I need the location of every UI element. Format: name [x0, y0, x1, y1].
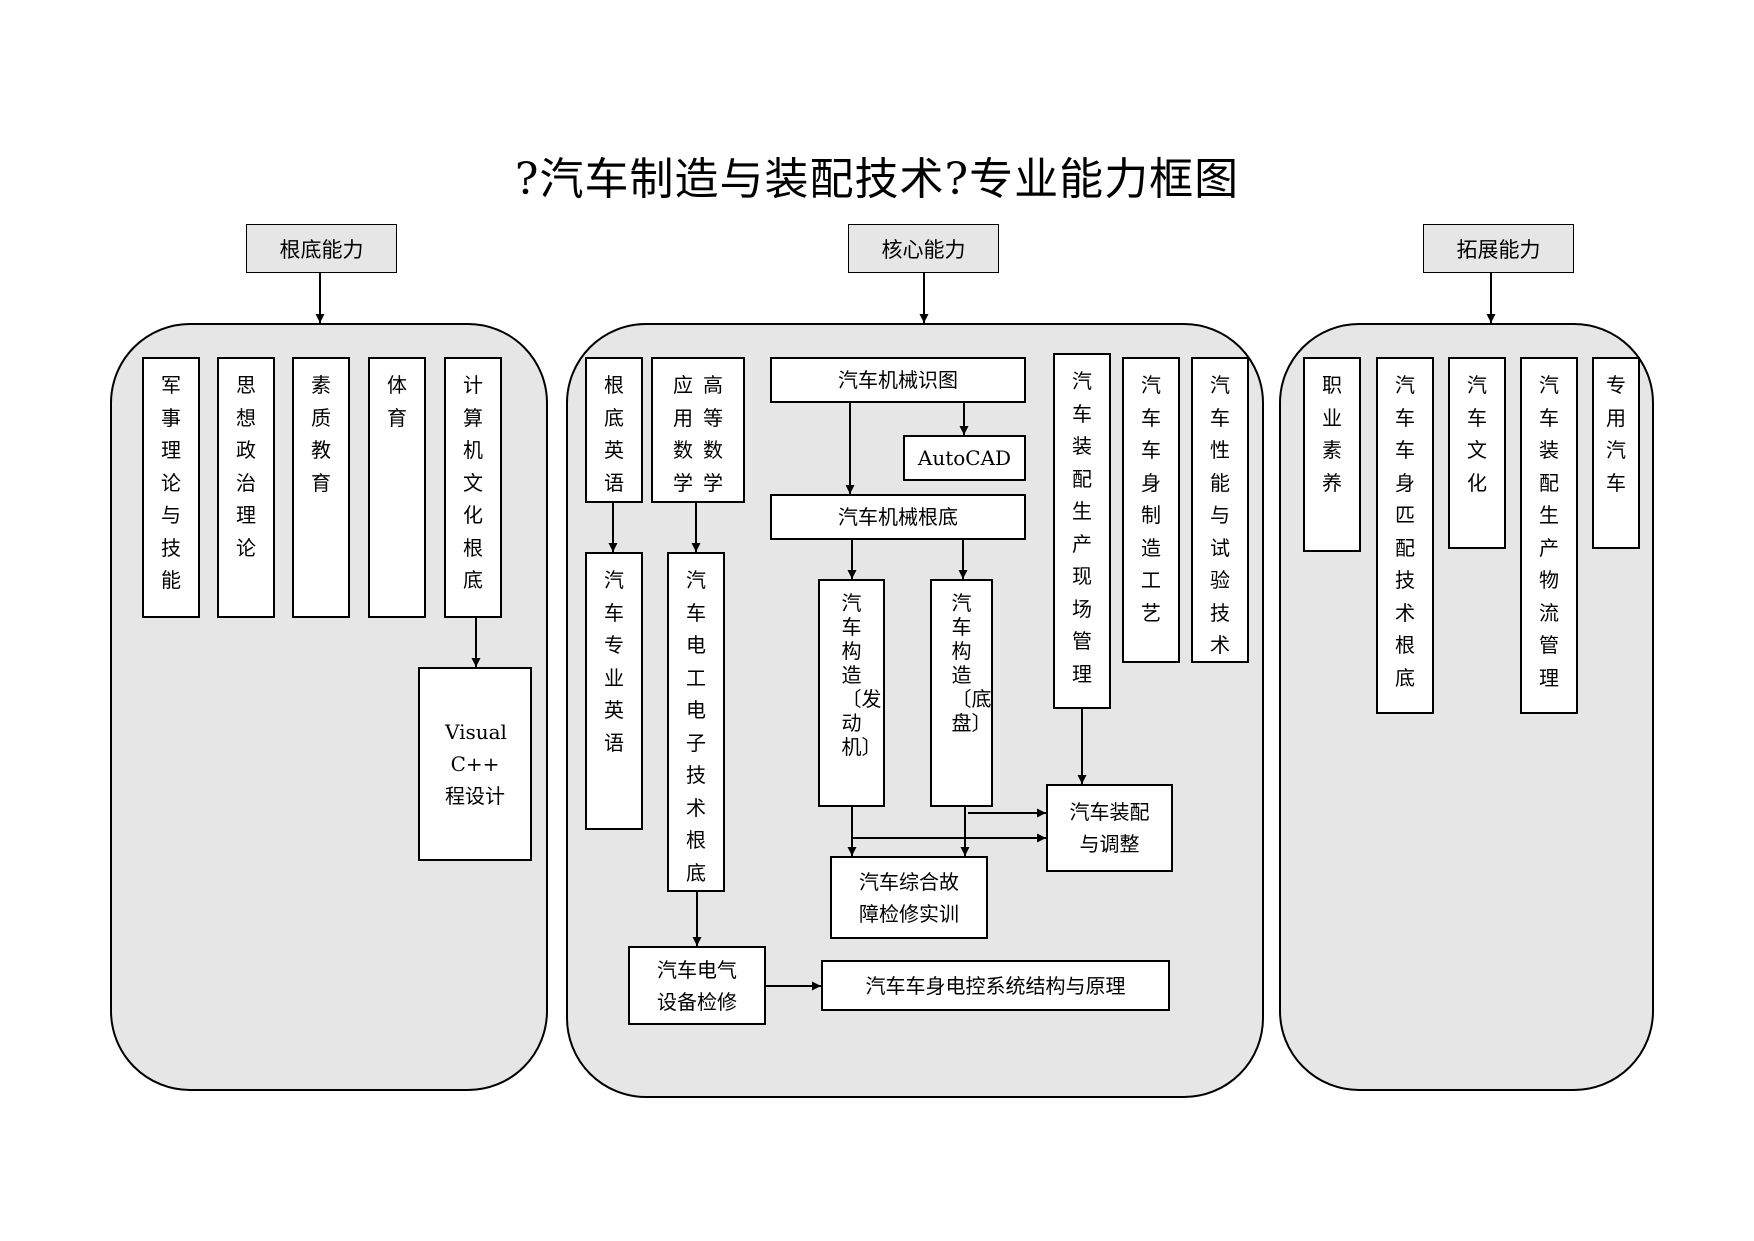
course-auto-english: 汽车专业英语 — [585, 552, 643, 830]
course-mech-basics: 汽车机械根底 — [770, 494, 1026, 540]
course-drawing: 汽车机械识图 — [770, 357, 1026, 403]
course-english: 根底英语 — [585, 357, 643, 503]
page-title: ?汽车制造与装配技术?专业能力框图 — [514, 154, 1240, 205]
course-math: 应用数学高等数学 — [651, 357, 745, 503]
course-assembly-mgmt: 汽车装配生产现场管理 — [1053, 353, 1111, 709]
course-body-process: 汽车车身制造工艺 — [1122, 357, 1180, 663]
course-chassis: 汽车构造〔底盘〕 — [930, 579, 993, 807]
course-engine: 汽车构造〔发动机〕 — [818, 579, 885, 807]
course-professional: 职业素养 — [1303, 357, 1361, 552]
course-pe: 体育 — [368, 357, 426, 618]
course-body-control: 汽车车身电控系统结构与原理 — [821, 960, 1170, 1011]
course-performance: 汽车性能与试验技术 — [1191, 357, 1249, 663]
course-body-matching: 汽车车身匹配技术根底 — [1376, 357, 1434, 714]
course-autocad: AutoCAD — [903, 435, 1026, 481]
course-computer: 计算机文化根底 — [444, 357, 502, 618]
course-vcpp: Visual C++ 程设计 — [418, 667, 532, 861]
section-header-core: 核心能力 — [848, 224, 999, 273]
section-header-expand: 拓展能力 — [1423, 224, 1574, 273]
course-quality: 素质教育 — [292, 357, 350, 618]
course-fault-training: 汽车综合故障检修实训 — [830, 856, 988, 939]
course-logistics: 汽车装配生产物流管理 — [1520, 357, 1578, 714]
course-politics: 思想政治理论 — [217, 357, 275, 618]
course-special: 专用汽车 — [1592, 357, 1640, 549]
course-assembly-adjust: 汽车装配与调整 — [1046, 784, 1173, 872]
course-electrical-electronics: 汽车电工电子技术根底 — [667, 552, 725, 892]
course-military: 军事理论与技能 — [142, 357, 200, 618]
section-header-basic: 根底能力 — [246, 224, 397, 273]
course-culture: 汽车文化 — [1448, 357, 1506, 549]
course-electrical-equipment: 汽车电气设备检修 — [628, 946, 766, 1025]
